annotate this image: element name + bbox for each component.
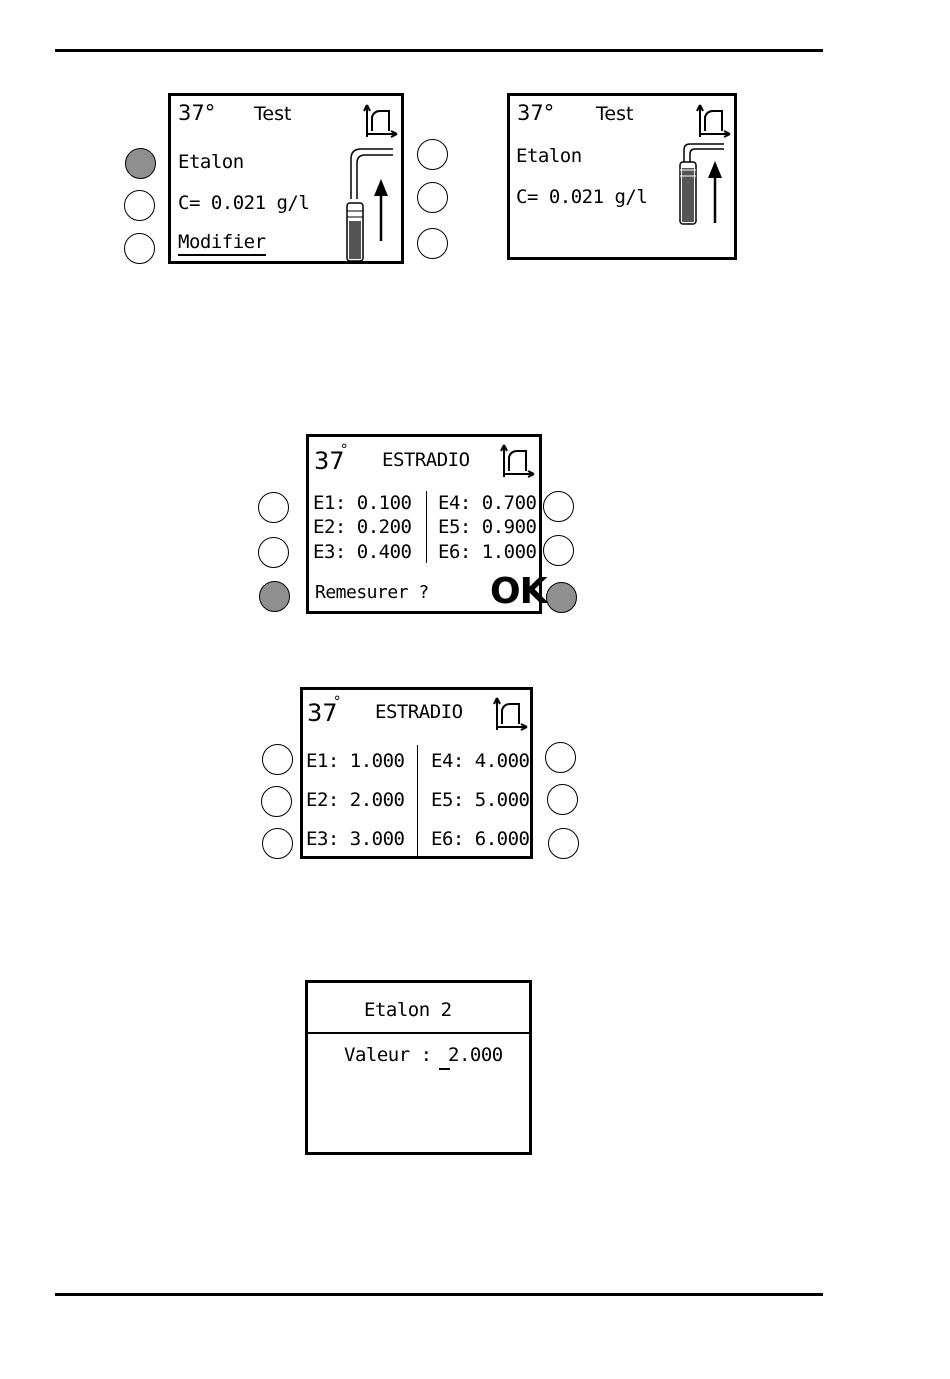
left-button-1[interactable] (125, 148, 156, 179)
degree-symbol: ° (340, 443, 348, 457)
degree-symbol: ° (333, 695, 341, 709)
standard-value-e5: E5: 5.000 (431, 791, 529, 810)
left-button-3[interactable] (124, 233, 155, 264)
left-button-2[interactable] (261, 786, 292, 817)
lcd-screen-estradiol-results: 37 ° ESTRADIO E1: 0.100 E2: 0.200 E3: 0.… (306, 434, 542, 614)
calibration-curve-icon (696, 101, 732, 139)
standard-value-e6: E6: 1.000 (438, 543, 536, 562)
right-button-3[interactable] (548, 828, 579, 859)
left-button-1[interactable] (258, 492, 289, 523)
calibration-curve-icon (493, 694, 529, 732)
screen-title: Test (596, 105, 633, 124)
calibration-curve-icon (363, 101, 399, 139)
standard-value-e2: E2: 0.200 (313, 518, 411, 537)
temperature-label: 37° (178, 103, 215, 124)
standard-value-e4: E4: 4.000 (431, 752, 529, 771)
right-button-3[interactable] (417, 228, 448, 259)
screen-title: ESTRADIO (382, 451, 470, 470)
right-button-2[interactable] (543, 535, 574, 566)
lcd-screen-estradiol-standards: 37 ° ESTRADIO E1: 1.000 E2: 2.000 E3: 3.… (300, 687, 533, 859)
standard-value-e1: E1: 1.000 (306, 752, 404, 771)
standard-value-e5: E5: 0.900 (438, 518, 536, 537)
left-button-1[interactable] (262, 744, 293, 775)
text-cursor (439, 1068, 450, 1070)
right-button-2[interactable] (417, 182, 448, 213)
lcd-screen-standard-edit: Etalon 2 Valeur : 2.000 (305, 980, 532, 1155)
screen-title: ESTRADIO (375, 703, 463, 722)
value-input[interactable]: 2.000 (448, 1046, 503, 1065)
left-button-3[interactable] (262, 828, 293, 859)
standard-value-e3: E3: 0.400 (313, 543, 411, 562)
modify-option[interactable]: Modifier (178, 233, 266, 256)
remeasure-option[interactable]: Remesurer ? (315, 584, 429, 602)
right-button-1[interactable] (417, 139, 448, 170)
screen-title: Etalon 2 (364, 1001, 452, 1020)
title-divider (308, 1032, 529, 1034)
column-divider (426, 491, 427, 563)
standard-value-e6: E6: 6.000 (431, 830, 529, 849)
right-button-2[interactable] (547, 784, 578, 815)
arrow-up-icon (373, 179, 389, 241)
standard-value-e1: E1: 0.100 (313, 494, 411, 513)
standard-value-e3: E3: 3.000 (306, 830, 404, 849)
standard-value-e4: E4: 0.700 (438, 494, 536, 513)
value-label: Valeur : (344, 1046, 432, 1065)
right-button-3[interactable] (546, 582, 577, 613)
arrow-up-icon (707, 161, 723, 223)
screen-title: Test (254, 105, 291, 124)
concentration-value: C= 0.021 g/l (516, 188, 647, 207)
column-divider (417, 745, 418, 857)
lcd-screen-test-measuring: 37° Test Etalon C= 0.021 g/l (507, 93, 737, 260)
etalon-label: Etalon (516, 147, 582, 166)
bottom-rule (55, 1293, 823, 1296)
ok-option[interactable]: OK (490, 574, 547, 610)
temperature-label: 37° (517, 103, 554, 124)
left-button-2[interactable] (258, 537, 289, 568)
standard-value-e2: E2: 2.000 (306, 791, 404, 810)
lcd-screen-test-modify: 37° Test Etalon C= 0.021 g/l Modifier (168, 93, 404, 264)
etalon-label: Etalon (178, 153, 244, 172)
left-button-3[interactable] (259, 581, 290, 612)
concentration-value: C= 0.021 g/l (178, 194, 309, 213)
calibration-curve-icon (500, 441, 536, 479)
left-button-2[interactable] (124, 190, 155, 221)
top-rule (55, 49, 823, 52)
right-button-1[interactable] (543, 491, 574, 522)
right-button-1[interactable] (545, 742, 576, 773)
